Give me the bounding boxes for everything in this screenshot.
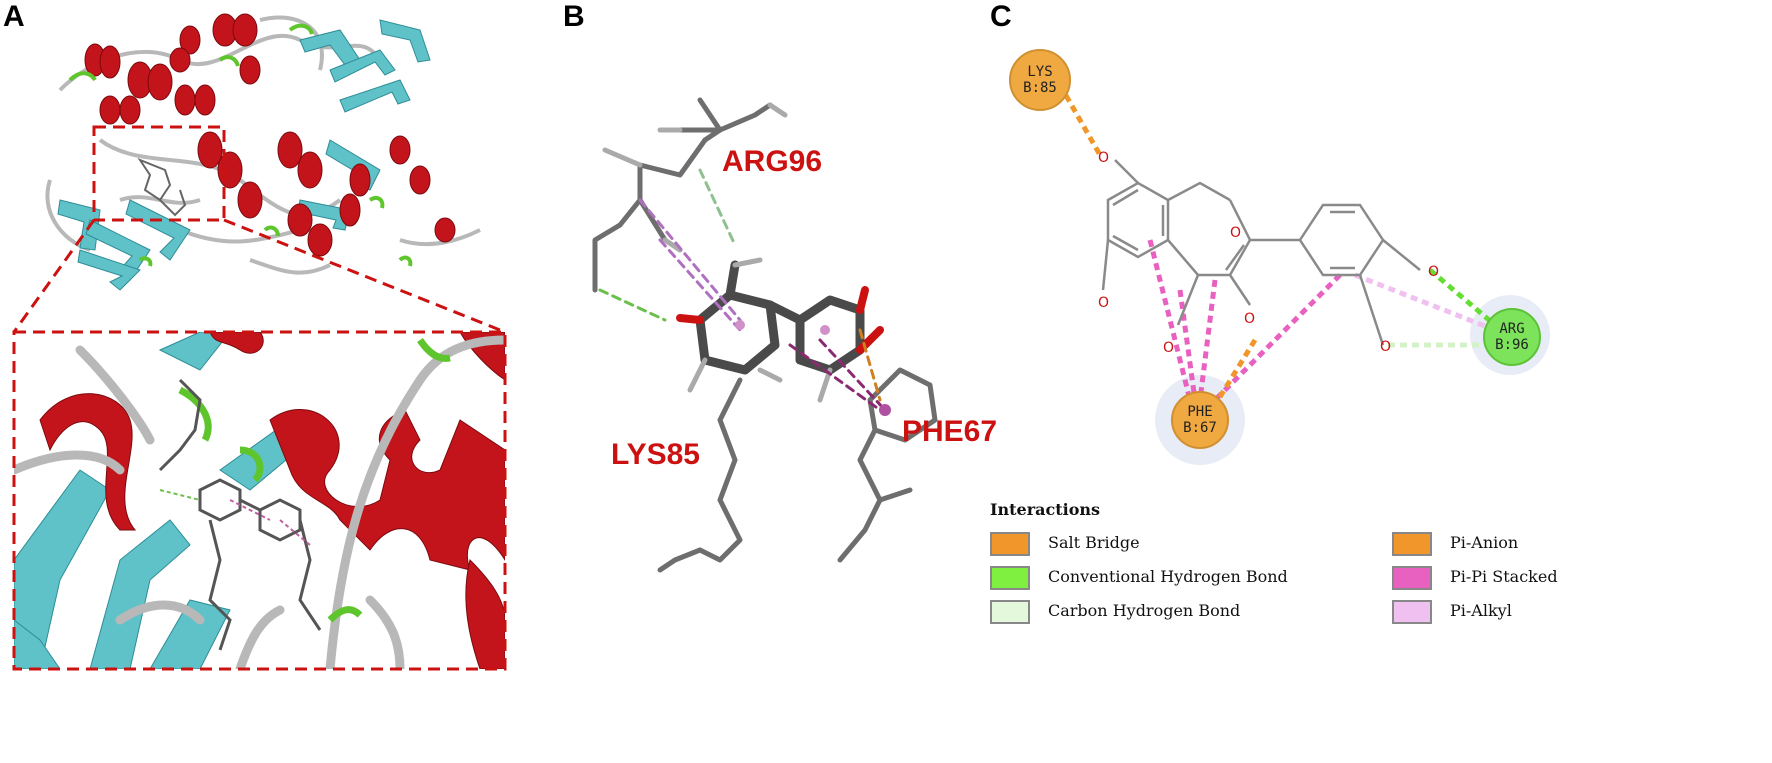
node-lys85-line2: B:85 [1023, 80, 1057, 96]
svg-text:O: O [1098, 295, 1109, 311]
svg-text:O: O [1428, 264, 1439, 280]
svg-text:O: O [1244, 311, 1255, 327]
legend-label-salt-bridge: Salt Bridge [1048, 533, 1140, 552]
legend-swatch-pi-pi-stacked [1392, 566, 1432, 590]
svg-text:O: O [1163, 340, 1174, 356]
legend-swatch-pi-anion [1392, 532, 1432, 556]
legend-swatch-salt-bridge [990, 532, 1030, 556]
svg-text:O: O [1230, 225, 1241, 241]
svg-text:O: O [1380, 339, 1391, 355]
node-phe67-line2: B:67 [1183, 420, 1217, 436]
protein-overview [45, 13, 481, 291]
legend-title: Interactions [990, 500, 1101, 519]
zoom-view [12, 330, 507, 671]
node-phe67-line1: PHE [1187, 404, 1213, 420]
zoom-view-frame [12, 330, 507, 671]
legend-swatch-carbon-h-bond [990, 600, 1030, 624]
svg-text:O: O [1098, 150, 1109, 166]
legend-label-pi-pi-stacked: Pi-Pi Stacked [1450, 567, 1558, 586]
node-arg96-line1: ARG [1499, 321, 1525, 337]
legend-label-carbon-h-bond: Carbon Hydrogen Bond [1048, 601, 1241, 620]
panel-c-letter: C [990, 0, 1012, 33]
label-lys85: LYS85 [611, 438, 700, 471]
zoom-connector-left [12, 219, 96, 333]
legend-label-conventional-h-bond: Conventional Hydrogen Bond [1048, 567, 1288, 586]
node-arg96-line2: B:96 [1495, 337, 1529, 353]
legend-label-pi-anion: Pi-Anion [1450, 533, 1519, 552]
label-phe67: PHE67 [902, 415, 998, 448]
panel-a-letter: A [3, 0, 25, 33]
node-arg96-label: ARG B:96 [1482, 321, 1542, 353]
legend-swatch-pi-alkyl [1392, 600, 1432, 624]
node-phe67 [1171, 391, 1229, 449]
node-lys85-line1: LYS [1027, 64, 1053, 80]
node-arg96 [1483, 308, 1541, 366]
node-lys85 [1009, 49, 1071, 111]
node-lys85-label: LYS B:85 [1010, 64, 1070, 96]
node-phe67-label: PHE B:67 [1170, 404, 1230, 436]
zoom-connector-right [223, 218, 506, 334]
legend-label-pi-alkyl: Pi-Alkyl [1450, 601, 1512, 620]
zoom-region-box [92, 125, 226, 222]
label-arg96: ARG96 [722, 145, 823, 178]
legend-swatch-conventional-h-bond [990, 566, 1030, 590]
interaction-diagram-2d: O O O O O O O [1009, 49, 1550, 465]
panel-b-letter: B [563, 0, 585, 33]
binding-site-sticks [592, 97, 938, 573]
